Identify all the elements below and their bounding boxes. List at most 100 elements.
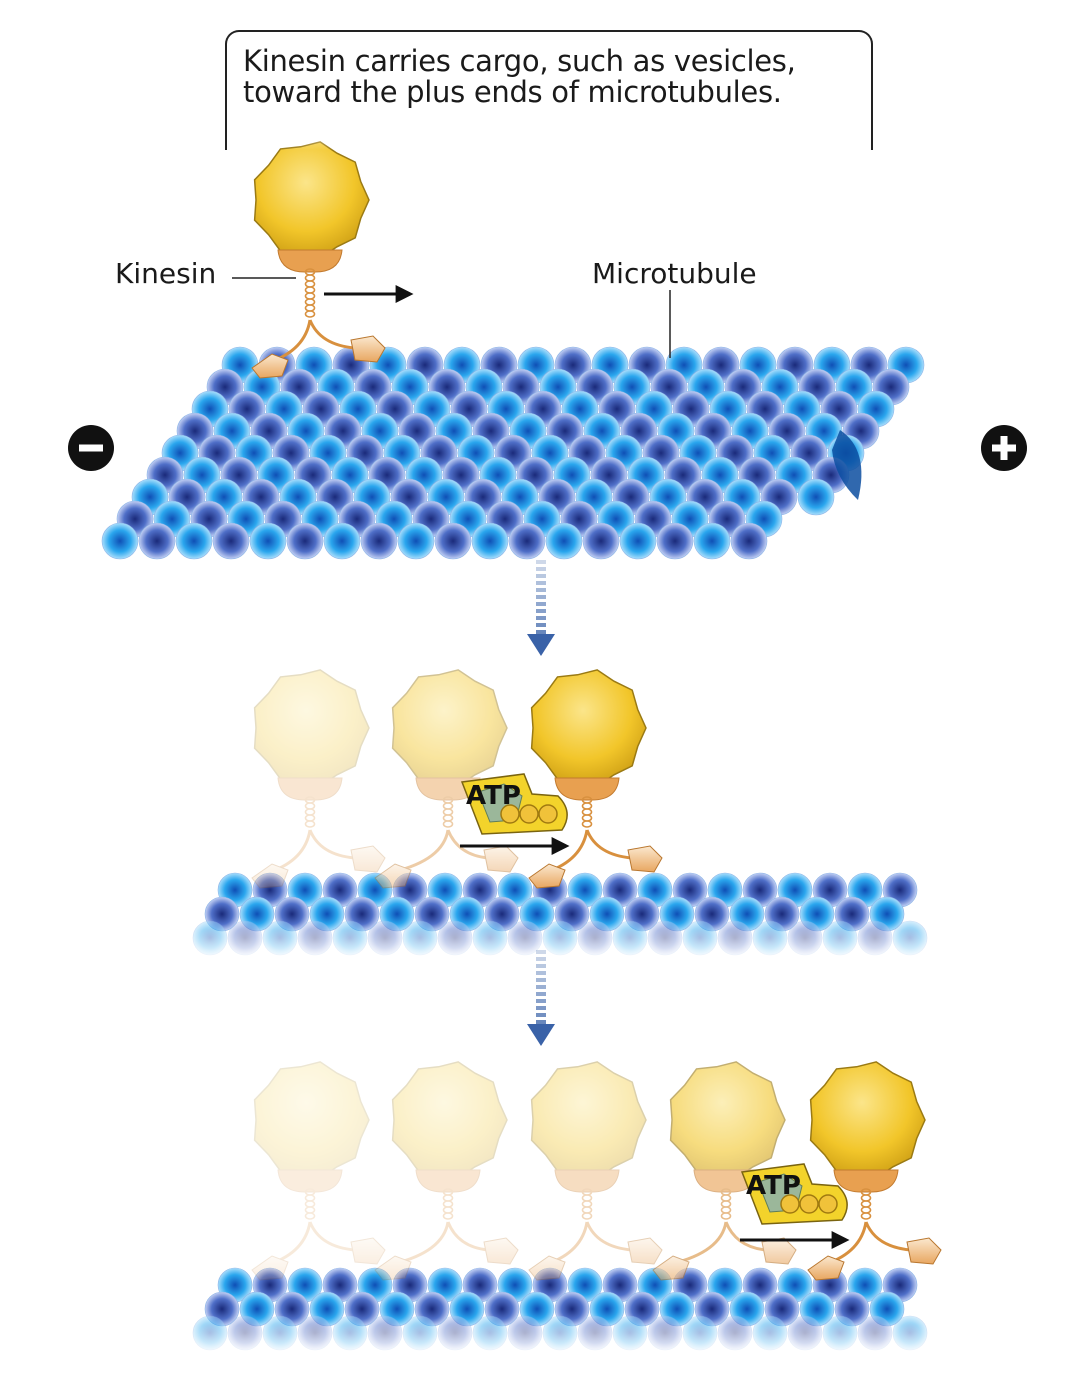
kinesin-stalk-coil [304, 280, 316, 288]
kinesin-light-chain [415, 1169, 481, 1193]
kinesin-stalk-coil [304, 796, 316, 804]
kinesin-neck-linker [585, 829, 633, 860]
cargo-vesicle [253, 141, 370, 259]
kinesin-motor-head [350, 1237, 386, 1265]
kinesin-stalk-coil [581, 1206, 593, 1214]
kinesin-stalk-coil [720, 1206, 732, 1214]
tubulin-subunit [545, 522, 583, 560]
atp-phosphate [500, 804, 520, 824]
kinesin-stalk-coil [304, 304, 316, 312]
minus-end-icon [68, 425, 114, 471]
step-arrow-dash [536, 574, 546, 578]
kinesin-motor-head [528, 1255, 566, 1281]
kinesin-motor-head [374, 863, 412, 889]
kinesin-motor-head [528, 863, 566, 889]
kinesin-stalk-coil [581, 814, 593, 822]
step-down-arrow-icon [527, 560, 555, 656]
microtubule-main [101, 346, 925, 560]
kinesin-stalk-coil [442, 1194, 454, 1202]
kinesin-motor-head [906, 1237, 942, 1265]
tubulin-subunit [434, 522, 472, 560]
kinesin-neck-linker [308, 319, 356, 350]
kinesin-stalk-coil [442, 1200, 454, 1208]
kinesin-motor-head [627, 845, 663, 873]
kinesin-motor-head [350, 335, 386, 363]
kinesin-label: Kinesin [115, 257, 217, 290]
step-arrow-dash [536, 595, 546, 599]
step-arrow-dash [536, 630, 546, 634]
kinesin-motor-head [627, 1237, 663, 1265]
kinesin-neck-linker [392, 1221, 450, 1266]
kinesin-light-chain [277, 777, 343, 801]
cargo-vesicle [391, 1061, 508, 1179]
microtubule-layer [101, 346, 980, 1365]
plus-end-icon [981, 425, 1027, 471]
tubulin-subunit [471, 522, 509, 560]
kinesin-stalk-coil [581, 808, 593, 816]
caption-line-1: Kinesin carries cargo, such as vesicles, [243, 44, 796, 78]
kinesin-motor-head [807, 1255, 845, 1281]
minus-end-icon-bar [79, 444, 103, 452]
kinesin-stalk-coil [304, 1194, 316, 1202]
microtubule-fade [150, 1325, 980, 1365]
kinesin-stalk-coil [860, 1200, 872, 1208]
tubulin-subunit [656, 522, 694, 560]
step-arrow-dash [536, 616, 546, 620]
atp-icon: ATP [740, 1163, 848, 1225]
kinesin-motor [374, 1061, 519, 1281]
kinesin-stalk-coil [860, 1206, 872, 1214]
step-arrow-dash [536, 1006, 546, 1010]
tubulin-subunit [797, 478, 835, 516]
kinesin-motor-head [251, 353, 289, 379]
kinesin-stalk-coil [304, 274, 316, 282]
atp-phosphate [519, 804, 539, 824]
tubulin-subunit [619, 522, 657, 560]
kinesin-neck-linker [308, 829, 356, 860]
step-arrow-dash [536, 992, 546, 996]
step-arrow-dash [536, 1013, 546, 1017]
kinesin-motor [652, 1061, 797, 1281]
step-arrow-dash [536, 567, 546, 571]
kinesin-motor-head [761, 1237, 797, 1265]
step-arrow-dash [536, 560, 546, 564]
kinesin-motor [251, 1061, 386, 1281]
tubulin-subunit [397, 522, 435, 560]
plus-end-icon-bar [1000, 436, 1008, 460]
step-arrow-dash [536, 609, 546, 613]
step-arrow-dash [536, 602, 546, 606]
kinesin-stalk-coil [304, 1188, 316, 1196]
kinesin-motor [251, 669, 386, 889]
kinesin-motor-head [652, 1255, 690, 1281]
kinesin-stalk-coil [304, 1206, 316, 1214]
atp-icon: ATP [460, 773, 568, 835]
kinesin-layer [251, 141, 942, 1281]
kinesin-neck-linker [670, 1221, 728, 1266]
microtubule-fade [150, 930, 980, 970]
atp-label: ATP [746, 1171, 801, 1201]
kinesin-stalk-coil [304, 820, 316, 828]
step-arrow-dash [536, 950, 546, 954]
kinesin-motor [528, 669, 663, 889]
step-arrow-dash [536, 1020, 546, 1024]
cargo-vesicle [253, 1061, 370, 1179]
kinesin-stalk-coil [304, 814, 316, 822]
tubulin-subunit [730, 522, 768, 560]
atp-phosphate [799, 1194, 819, 1214]
cargo-vesicle [530, 1061, 647, 1179]
kinesin-stalk-coil [581, 802, 593, 810]
kinesin-stalk-coil [304, 802, 316, 810]
step-arrow-dash [536, 964, 546, 968]
atp-phosphate [818, 1194, 838, 1214]
kinesin-stalk-coil [304, 1212, 316, 1220]
kinesin-stalk-coil [442, 1206, 454, 1214]
atp-label: ATP [466, 781, 521, 811]
kinesin-motor-head [251, 863, 289, 889]
kinesin-stalk-coil [442, 1188, 454, 1196]
kinesin-stalk-coil [442, 802, 454, 810]
caption-line-2: toward the plus ends of microtubules. [243, 75, 782, 109]
kinesin-neck-linker [864, 1221, 912, 1252]
kinesin-stalk-coil [860, 1212, 872, 1220]
kinesin-stalk-coil [304, 292, 316, 300]
step-arrow-dash [536, 978, 546, 982]
